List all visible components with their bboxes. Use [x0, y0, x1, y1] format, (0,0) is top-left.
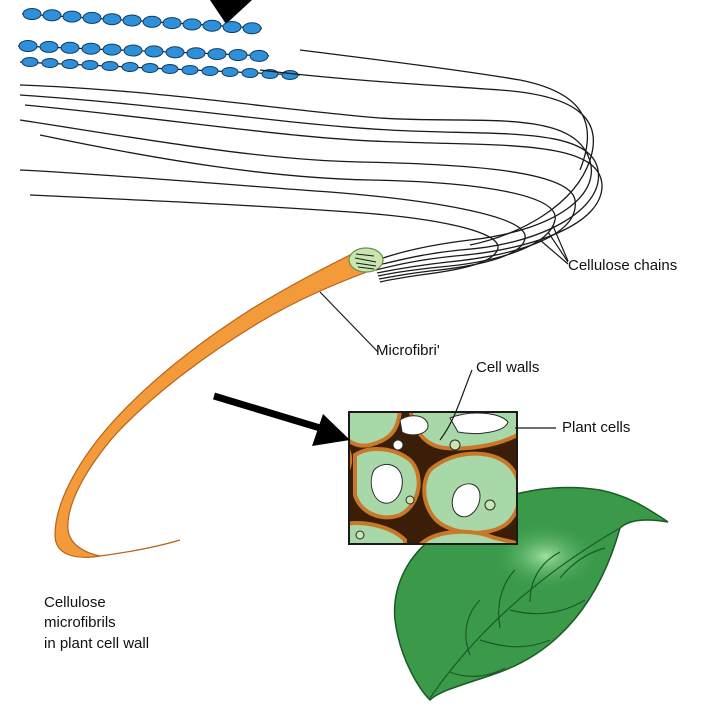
- glucose-unit: [145, 46, 163, 57]
- glucose-unit: [40, 41, 58, 52]
- cellulose-chain-threads: [20, 50, 602, 282]
- glucose-unit: [19, 41, 37, 52]
- glucose-unit: [43, 10, 61, 21]
- glucose-unit: [183, 19, 201, 30]
- microfibril: [55, 248, 383, 557]
- glucose-unit: [250, 50, 268, 61]
- glucose-unit: [22, 58, 38, 67]
- glucose-unit: [102, 62, 118, 71]
- glucose-unit: [103, 14, 121, 25]
- glucose-unit: [61, 42, 79, 53]
- glucose-unit: [63, 11, 81, 22]
- glucose-unit: [203, 20, 221, 31]
- glucose-unit: [242, 69, 258, 78]
- glucose-unit: [143, 16, 161, 27]
- glucose-unit: [82, 43, 100, 54]
- glucose-unit: [82, 61, 98, 70]
- glucose-unit: [162, 65, 178, 74]
- cell-wall-magnification: [340, 405, 525, 555]
- glucose-unit: [187, 48, 205, 59]
- glucose-unit: [42, 59, 58, 68]
- caption-line-2: microfibrils: [44, 613, 149, 633]
- glucose-unit: [223, 22, 241, 33]
- glucose-unit: [62, 60, 78, 69]
- glucose-unit: [243, 23, 261, 34]
- glucose-unit: [83, 12, 101, 23]
- glucose-unit: [202, 67, 218, 76]
- glucose-unit: [122, 63, 138, 72]
- plant-cells-label: Plant cells: [562, 420, 630, 437]
- pointer-arrow: [214, 396, 350, 446]
- cellulose-chains-label: Cellulose chains: [568, 258, 677, 275]
- glucose-unit: [182, 66, 198, 75]
- glucose-unit: [142, 64, 158, 73]
- microfibril-label: Microfibri': [376, 343, 440, 360]
- glucose-unit: [23, 9, 41, 20]
- caption-line-1: Cellulose: [44, 593, 149, 613]
- glucose-unit: [229, 50, 247, 61]
- glucose-unit: [124, 45, 142, 56]
- glucose-unit: [208, 49, 226, 60]
- glucose-unit: [163, 18, 181, 29]
- cell-walls-label: Cell walls: [476, 360, 539, 377]
- glucose-unit: [103, 44, 121, 55]
- glucose-chain-strands: [18, 9, 300, 80]
- glucose-unit: [166, 47, 184, 58]
- figure-caption: Cellulose microfibrils in plant cell wal…: [44, 593, 149, 654]
- glucose-unit: [123, 15, 141, 26]
- glucose-unit: [222, 68, 238, 77]
- glucose-unit: [282, 71, 298, 80]
- caption-line-3: in plant cell wall: [44, 634, 149, 654]
